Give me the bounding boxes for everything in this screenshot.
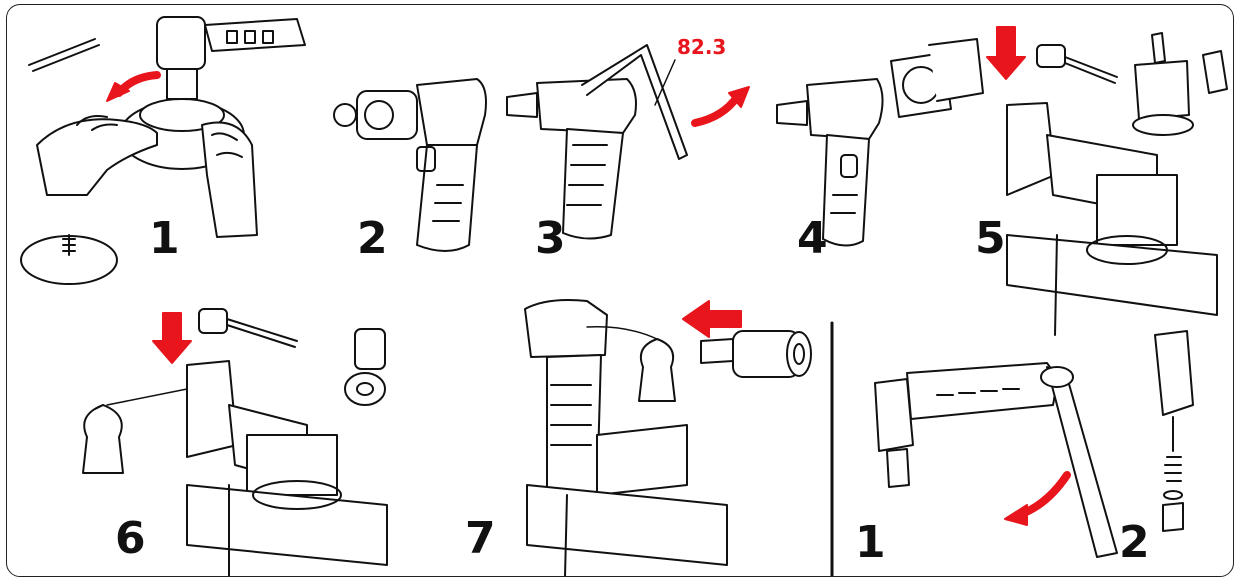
step-number-3: 3 xyxy=(535,213,566,264)
step-number-7: 7 xyxy=(465,513,496,564)
step-number-2: 2 xyxy=(357,213,388,264)
step-number-5: 5 xyxy=(975,213,1006,264)
hammer-icon xyxy=(198,308,298,348)
tool-body-icon xyxy=(333,78,487,252)
oil-can-icon xyxy=(586,326,676,402)
rotate-arrow-icon xyxy=(691,93,741,127)
retaining-clip-icon xyxy=(333,103,357,127)
step-number-6: 6 xyxy=(115,513,146,564)
hammer-icon xyxy=(1036,44,1118,84)
instruction-panel: 82.3 1 2 3 4 5 6 7 1 2 xyxy=(6,4,1234,577)
angle-head-wrench-icon xyxy=(874,362,1118,558)
step-number-4: 4 xyxy=(797,213,828,264)
valve-spring-parts-icon xyxy=(1154,330,1194,532)
vise-icon xyxy=(1006,102,1218,336)
rotate-arrow-head xyxy=(1004,504,1028,526)
hex-wrench-icon xyxy=(506,44,688,240)
rotate-arrow-head xyxy=(728,86,750,108)
bearing-parts-icon xyxy=(344,328,386,406)
left-arrow-icon xyxy=(682,300,742,338)
vise-tool-icon xyxy=(524,299,728,576)
wrench-measurement-label: 82.3 xyxy=(677,35,727,59)
step-number-1: 1 xyxy=(149,213,180,264)
housing-plate-icon xyxy=(776,38,984,247)
down-arrow-icon xyxy=(152,312,192,364)
side-step-number-2: 2 xyxy=(1119,517,1150,568)
illustration-canvas xyxy=(20,16,1228,576)
side-step-number-1: 1 xyxy=(855,517,886,568)
bearing-part-icon xyxy=(1132,32,1228,136)
vise-icon xyxy=(186,360,388,576)
rotate-arrow-head xyxy=(106,82,130,102)
pad-removal-hands-icon xyxy=(20,16,306,285)
down-arrow-icon xyxy=(986,26,1026,80)
motor-icon xyxy=(700,330,812,378)
oil-can-icon xyxy=(82,388,188,474)
